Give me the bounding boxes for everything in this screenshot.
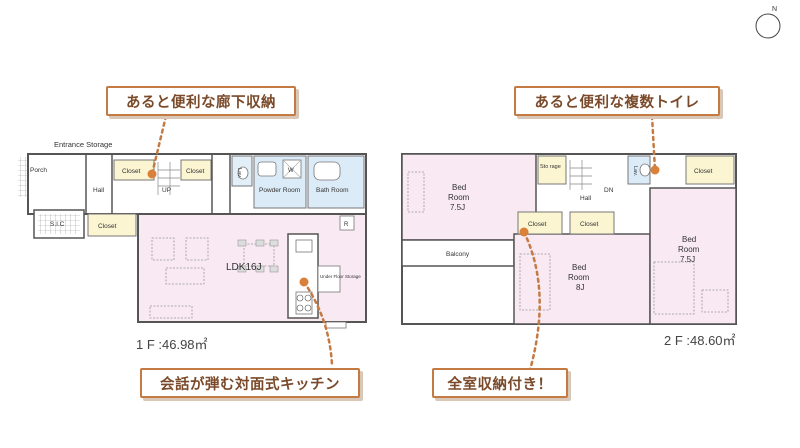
closet-a-label: Closet xyxy=(122,168,141,175)
bedroom-1 xyxy=(401,153,537,241)
storage-label: Sto rage xyxy=(540,164,561,170)
closet-a-2f-label: Closet xyxy=(528,221,547,228)
callout-toilets: あると便利な複数トイレ xyxy=(514,86,720,116)
floor1-area: 1 F :46.98㎡ xyxy=(136,337,208,352)
bedroom-3 xyxy=(649,187,737,325)
washer-label: W xyxy=(288,168,294,174)
closet-c-label: Closet xyxy=(98,223,117,230)
bedroom-2 xyxy=(513,233,651,325)
closet-b-2f xyxy=(569,211,615,235)
ldk-label: LDK16J xyxy=(226,262,262,273)
sic-label: S.I.C xyxy=(50,221,65,228)
marker-kitchen xyxy=(299,277,309,287)
under-floor-storage-label: Under Floor Storage xyxy=(320,274,361,279)
dn-label: DN xyxy=(604,187,614,194)
compass-icon: N xyxy=(755,6,781,39)
floor1-plan xyxy=(18,153,367,329)
marker-closet xyxy=(519,227,529,237)
closet-a-2f xyxy=(517,211,563,235)
porch-label: Porch xyxy=(30,167,47,174)
marker-toilet xyxy=(650,165,660,175)
callout-storage: 全室収納付き！ xyxy=(432,368,568,398)
closet-top-2f-label: Closet xyxy=(694,168,713,175)
floor2-plan xyxy=(401,153,737,325)
bed2-label-b: Room xyxy=(568,273,590,282)
bed1-label-c: 7.5J xyxy=(450,203,465,212)
bed3-label-b: Room xyxy=(678,245,700,254)
refrigerator-label: R xyxy=(344,222,349,228)
closet-top-2f xyxy=(685,155,735,185)
bed1-label-b: Room xyxy=(448,193,470,202)
hall-label: Hall xyxy=(93,187,105,194)
compass-north-label: N xyxy=(772,6,777,13)
bed1-label-a: Bed xyxy=(452,183,466,192)
lav-2f-label: Lav. xyxy=(632,166,638,176)
bed3-label-c: 7.5J xyxy=(680,255,695,264)
powder-room-label: Powder Room xyxy=(259,187,300,194)
callout-hallway-storage: あると便利な廊下収納 xyxy=(106,86,296,116)
bed2-label-a: Bed xyxy=(572,263,586,272)
closet-b xyxy=(180,159,212,181)
closet-b-label: Closet xyxy=(186,168,205,175)
bed3-label-a: Bed xyxy=(682,235,696,244)
entrance-storage-label: Entrance Storage xyxy=(54,140,112,149)
lav-label: Lav. xyxy=(236,168,242,178)
hall-2f-label: Hall xyxy=(580,195,592,202)
bath-room-label: Bath Room xyxy=(316,187,349,194)
closet-b-2f-label: Closet xyxy=(580,221,599,228)
bed2-label-c: 8J xyxy=(576,283,584,292)
marker-hallway-storage xyxy=(147,169,157,179)
callout-kitchen: 会話が弾む対面式キッチン xyxy=(140,368,360,398)
floor2-area: 2 F :48.60㎡ xyxy=(664,333,736,348)
storage-room xyxy=(537,155,567,185)
up-label: UP xyxy=(162,187,171,194)
balcony-label: Balcony xyxy=(446,251,470,258)
